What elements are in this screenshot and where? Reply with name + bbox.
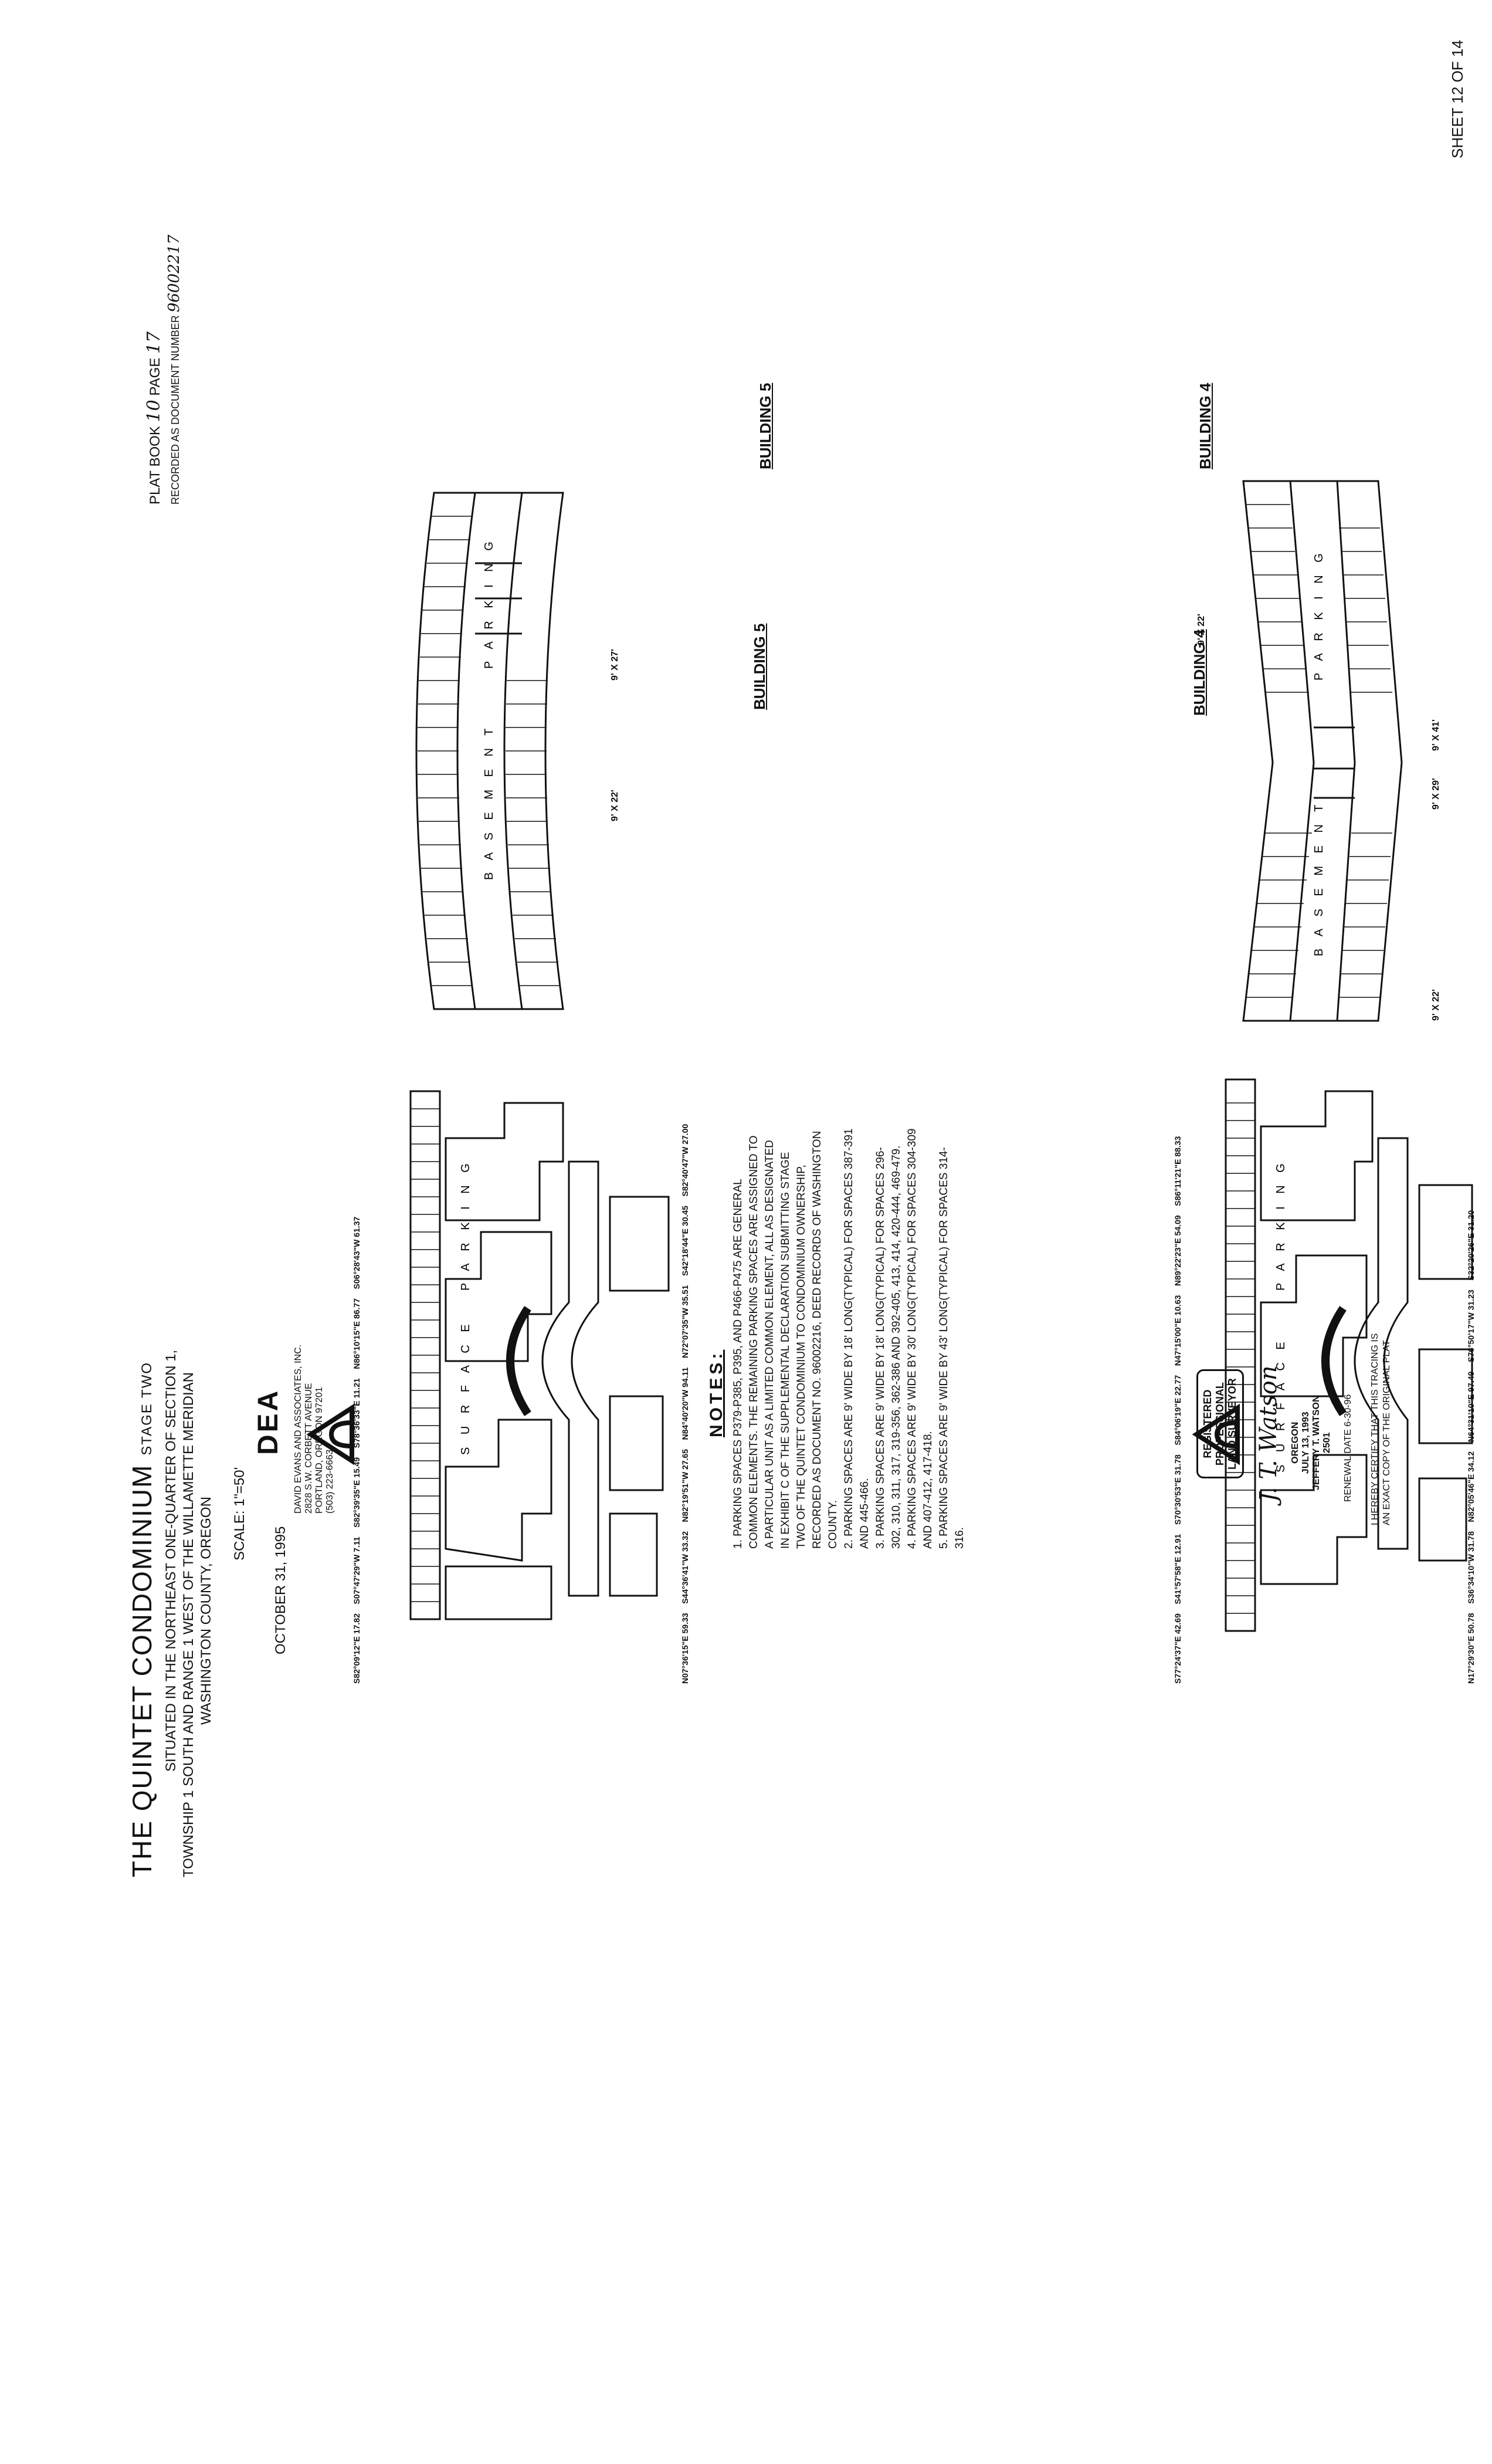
b4-basement-parking-text: P A R K I N G: [1313, 549, 1325, 681]
note-1: 1. PARKING SPACES P379-P385, P395, AND P…: [732, 1131, 839, 1549]
b4-bearings-bottom: N17°29'30"E 50.78 S36°34'10"W 31.78 N82°…: [1466, 1210, 1476, 1684]
sheet-number: SHEET 12 OF 14: [1449, 40, 1466, 158]
b5-surface-label: BUILDING 5: [751, 623, 768, 710]
b4-basement-label: BUILDING 4: [1196, 383, 1214, 469]
b5-surface-text: S U R F A C E: [459, 1319, 472, 1455]
note-5: 5. PARKING SPACES ARE 9' WIDE BY 43' LON…: [938, 1147, 966, 1549]
building-4-basement-drawing: B A S E M E N T P A R K I N G: [1242, 480, 1403, 1022]
b5-dim-b: 9' X 27': [610, 649, 620, 681]
b4-dim-c: 9' X 29': [1431, 778, 1441, 810]
building-5-surface-drawing: S U R F A C E P A R K I N G: [409, 1090, 670, 1620]
b5-parking-text: P A R K I N G: [459, 1159, 472, 1291]
b5-basement-parking-text: P A R K I N G: [483, 537, 496, 669]
note-2: 2. PARKING SPACES ARE 9' WIDE BY 18' LON…: [843, 1128, 871, 1549]
note-4: 4. PARKING SPACES ARE 9' WIDE BY 30' LON…: [906, 1128, 934, 1549]
b4-basement-text: B A S E M E N T: [1313, 800, 1325, 956]
date-label: OCTOBER 31, 1995: [273, 1526, 289, 1654]
recorded-line: RECORDED AS DOCUMENT NUMBER 96002217: [165, 234, 183, 505]
location-line-1: SITUATED IN THE NORTHEAST ONE-QUARTER OF…: [163, 1349, 179, 1772]
b5-basement-label: BUILDING 5: [757, 383, 774, 469]
plat-book-line: PLAT BOOK 10 PAGE 17: [144, 331, 164, 505]
location-line-2: TOWNSHIP 1 SOUTH AND RANGE 1 WEST OF THE…: [181, 1372, 196, 1877]
notes-heading: NOTES:: [707, 1349, 726, 1437]
stage-label: STAGE TWO: [139, 1361, 155, 1456]
b4-parking-text: P A R K I N G: [1274, 1159, 1287, 1291]
b4-dim-a: 9' X 22': [1431, 989, 1441, 1021]
firm-logo: DEA: [253, 1388, 284, 1455]
b4-dim-b: 9' X 22': [1196, 614, 1206, 645]
north-arrow-icon-b4: [1192, 1403, 1240, 1465]
b5-bearings-bottom: N07°36'15"E 59.33 S44°36'41"W 33.32 N82°…: [680, 1123, 690, 1684]
recorded-value: 96002217: [165, 234, 183, 313]
page-value: 17: [144, 331, 164, 354]
b5-basement-text: B A S E M E N T: [483, 724, 496, 880]
b4-dim-d: 9' X 41': [1431, 719, 1441, 751]
building-4-surface-drawing: S U R F A C E P A R K I N G: [1225, 1078, 1473, 1632]
location-line-3: WASHINGTON COUNTY, OREGON: [198, 1497, 214, 1725]
building-5-basement-drawing: B A S E M E N T P A R K I N G: [415, 492, 564, 1010]
b5-dim-a: 9' X 22': [610, 790, 620, 821]
north-arrow-icon-b5: [306, 1403, 354, 1465]
b4-bearings-top: S77°24'37"E 42.69 S41°57'58"E 12.91 S70°…: [1173, 1136, 1182, 1684]
scale-label: SCALE: 1"=50': [232, 1467, 247, 1561]
document-title: THE QUINTET CONDOMINIUM STAGE TWO: [127, 1361, 157, 1877]
notes-list: 1. PARKING SPACES P379-P385, P395, AND P…: [730, 1126, 968, 1549]
b4-surface-text: S U R F A C E: [1274, 1337, 1287, 1473]
b5-bearings-top: S82°09'12"E 17.82 S07°47'29"W 7.11 S82°3…: [352, 1216, 361, 1684]
note-3: 3. PARKING SPACES ARE 9' WIDE BY 18' LON…: [874, 1145, 903, 1549]
plat-book-value: 10: [144, 400, 164, 422]
